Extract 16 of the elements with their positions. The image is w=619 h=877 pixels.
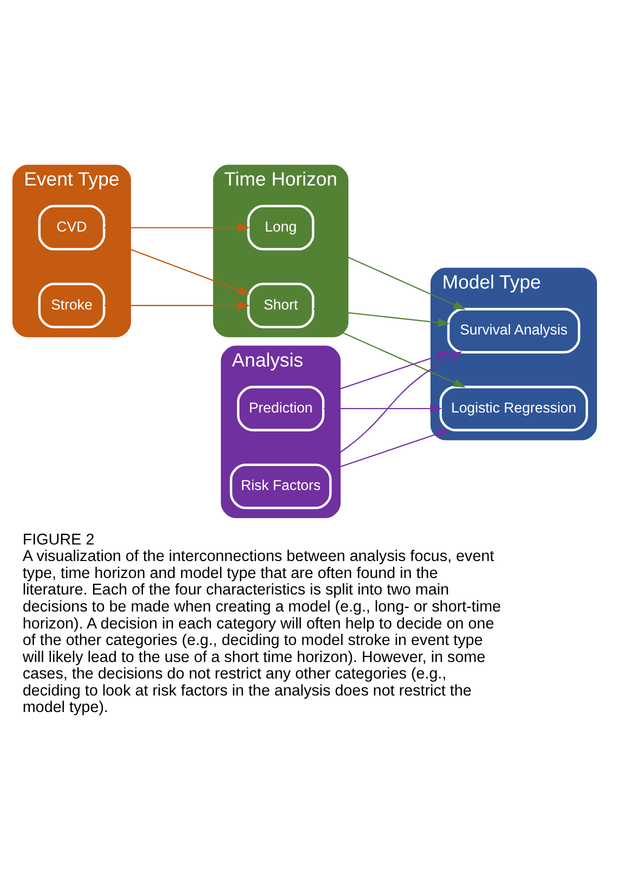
node-box: Short: [247, 282, 314, 328]
node-box: Survival Analysis: [447, 308, 580, 354]
node-box: Logistic Regression: [439, 386, 588, 432]
diagram-title: FIGURE 2: [22, 531, 94, 548]
arrow: [324, 404, 442, 413]
arrow: [104, 223, 250, 232]
node-box: Long: [247, 204, 314, 250]
node-box: Stroke: [38, 282, 106, 328]
node-box: Risk Factors: [230, 464, 332, 510]
arrow: [313, 308, 450, 327]
arrow: [104, 238, 250, 294]
arrow: [320, 351, 462, 466]
node-box: CVD: [38, 204, 106, 250]
node-box: Prediction: [237, 386, 324, 432]
arrow: [104, 301, 250, 310]
caption: A visualization of the interconnections between analysis focus, event type, time horizon and model type that are often found in the literature. Each of the four characteristics is split into two main decisions to be made when creating a model (e.g., long- or short-time horizon). A decision in each category will often help to decide on one of the other categories (e.g., deciding to model stroke in event type will likely lead to the use of a short time horizon). However, in some cases, the decisions do not restrict any other categories (e.g., deciding to look at risk factors in the analysis does not restrict the model type).: [22, 548, 501, 716]
